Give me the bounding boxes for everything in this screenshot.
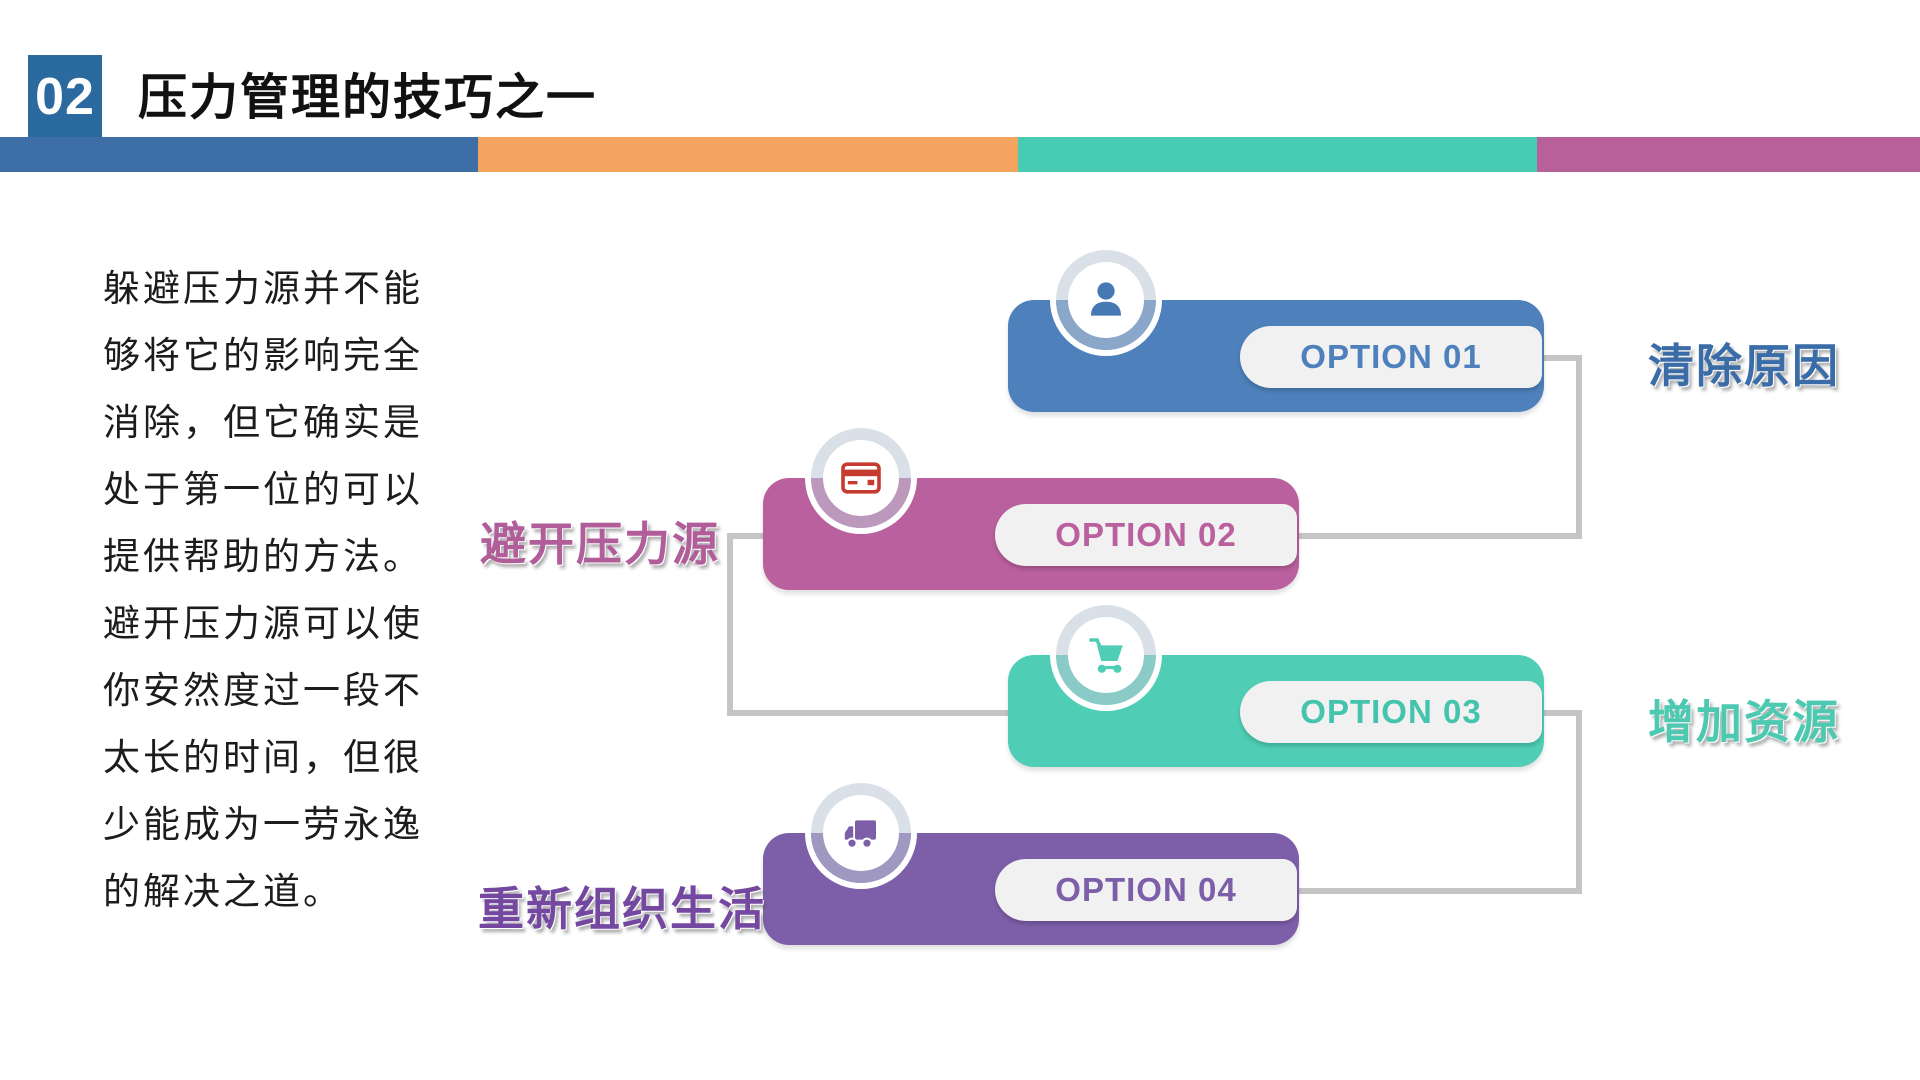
option-label: OPTION 01 xyxy=(1300,338,1482,375)
page-number: 02 xyxy=(35,68,95,126)
shopping-cart-icon xyxy=(1089,638,1123,673)
truck-icon xyxy=(844,820,876,849)
option-pill: OPTION 04 xyxy=(995,859,1297,921)
stripe-segment-magenta xyxy=(1537,137,1920,172)
option-tag-1: 清除原因 xyxy=(1648,340,1840,392)
badge-disc xyxy=(823,795,899,871)
option-banner-4: OPTION 04 xyxy=(763,777,1299,945)
badge-rim xyxy=(1050,244,1162,356)
option-tag-4: 重新组织生活 xyxy=(478,883,766,935)
option-label: OPTION 04 xyxy=(1055,871,1237,908)
option-pill: OPTION 03 xyxy=(1240,681,1542,743)
connector-line xyxy=(1540,710,1582,716)
option-tag-3: 增加资源 xyxy=(1648,696,1840,748)
connector-line xyxy=(1293,888,1582,894)
badge-rim xyxy=(805,422,917,534)
badge-rim xyxy=(1050,599,1162,711)
option-banner-2: OPTION 02 xyxy=(763,422,1299,590)
connector-line xyxy=(727,533,763,539)
option-label: OPTION 03 xyxy=(1300,693,1482,730)
person-icon xyxy=(1091,282,1121,316)
option-pill: OPTION 02 xyxy=(995,504,1297,566)
option-label: OPTION 02 xyxy=(1055,516,1237,553)
connector-line xyxy=(1293,533,1582,539)
option-tag-2: 避开压力源 xyxy=(480,518,720,570)
intro-paragraph: 躲避压力源并不能 够将它的影响完全 消除，但它确实是 处于第一位的可以 提供帮助… xyxy=(103,268,423,912)
option-4-icon-badge xyxy=(805,777,917,889)
badge-disc xyxy=(1068,262,1144,338)
accent-stripe xyxy=(0,137,1920,172)
stripe-segment-blue xyxy=(0,137,478,172)
page-title: 压力管理的技巧之一 xyxy=(138,71,598,125)
option-banner-1: OPTION 01 xyxy=(1008,244,1544,412)
connector-line xyxy=(1576,355,1582,539)
option-2-icon-badge xyxy=(805,422,917,534)
connector-line xyxy=(727,533,733,716)
option-pill: OPTION 01 xyxy=(1240,326,1542,388)
page-number-box: 02 xyxy=(28,55,102,139)
option-1-icon-badge xyxy=(1050,244,1162,356)
connector-line xyxy=(1576,710,1582,894)
credit-card-icon xyxy=(841,462,881,494)
badge-rim xyxy=(805,777,917,889)
option-3-icon-badge xyxy=(1050,599,1162,711)
stripe-segment-teal xyxy=(1018,137,1537,172)
badge-disc xyxy=(1068,617,1144,693)
option-banner-3: OPTION 03 xyxy=(1008,599,1544,767)
stripe-segment-orange xyxy=(478,137,1018,172)
connector-line xyxy=(1540,355,1582,361)
connector-line xyxy=(727,710,1008,716)
badge-disc xyxy=(823,440,899,516)
